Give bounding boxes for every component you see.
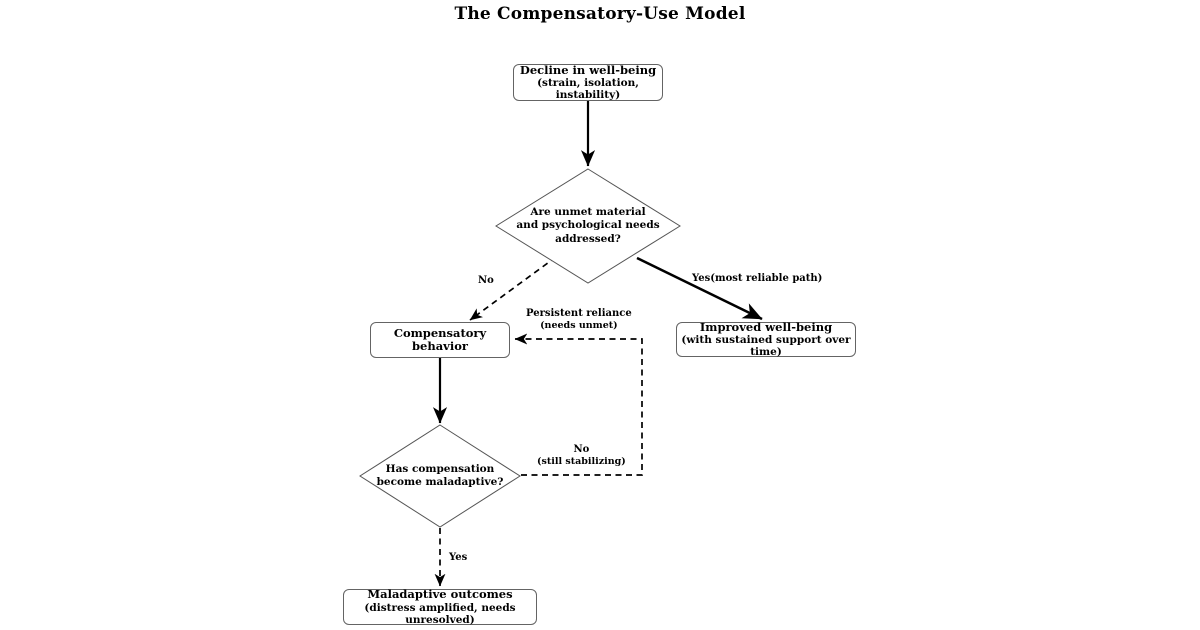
node-decline-line2: (strain, isolation, instability) — [537, 77, 639, 102]
edge-label-persistent-reliance: Persistent reliance (needs unmet) — [526, 308, 632, 331]
edge-label-maladaptive-yes: Yes — [449, 552, 468, 563]
node-maladaptive-outcomes[interactable]: Maladaptive outcomes (distress amplified… — [343, 587, 537, 626]
node-maladaptive-outcomes-line1: Maladaptive outcomes — [367, 587, 513, 602]
node-maladaptive-outcomes-line2: (distress amplified, needs unresolved) — [364, 601, 516, 626]
node-compensatory-behavior[interactable]: Compensatory behavior — [370, 322, 510, 358]
node-needs-question[interactable]: Are unmet material and psychological nee… — [495, 168, 681, 284]
node-improved-line1: Improved well-being — [699, 319, 833, 334]
edge-label-persistent-reliance-main: Persistent reliance — [526, 308, 632, 319]
diamond-shape-maladaptive — [359, 424, 521, 528]
node-maladaptive-question[interactable]: Has compensation become maladaptive? — [359, 424, 521, 528]
edge-label-question-yes: Yes(most reliable path) — [692, 273, 823, 284]
node-decline-in-wellbeing[interactable]: Decline in well-being (strain, isolation… — [513, 62, 663, 102]
edge-label-question-no: No — [478, 275, 494, 286]
edge-label-maladaptive-no: No (still stabilizing) — [537, 444, 626, 467]
node-improved-line2: (with sustained support over time) — [681, 334, 851, 359]
edge-label-maladaptive-no-sub: (still stabilizing) — [537, 456, 626, 467]
node-decline-line1: Decline in well-being — [519, 62, 657, 77]
edge-maladaptive-no-loop — [514, 333, 643, 476]
node-improved-wellbeing[interactable]: Improved well-being (with sustained supp… — [676, 319, 856, 359]
node-compensatory-behavior-label: Compensatory behavior — [393, 325, 487, 353]
edge-label-persistent-reliance-sub: (needs unmet) — [540, 320, 618, 331]
edge-question-yes — [636, 256, 763, 321]
edge-label-maladaptive-no-main: No — [573, 444, 590, 455]
edge-question-no — [469, 256, 557, 321]
page-title: The Compensatory-Use Model — [454, 4, 746, 24]
diamond-shape-needs — [495, 168, 681, 284]
